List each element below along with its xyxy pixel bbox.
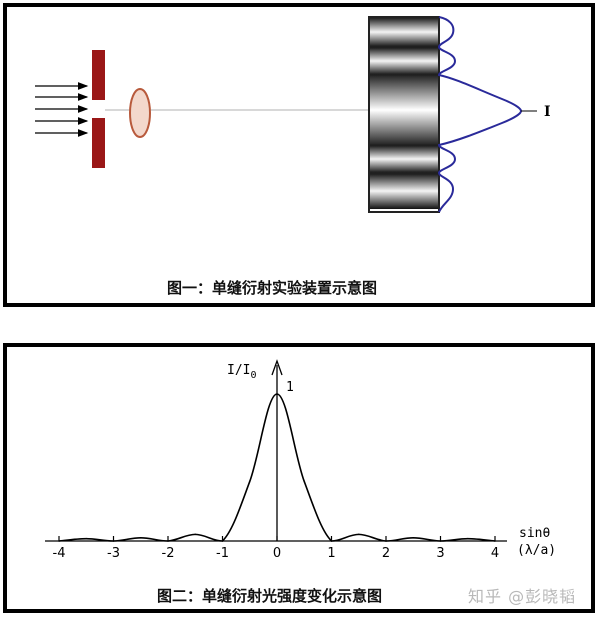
diffraction-screen (368, 16, 440, 213)
x-axis-label-bottom: (λ/a) (517, 543, 556, 558)
peak-label: 1 (286, 380, 294, 395)
intensity-point (276, 393, 278, 395)
x-tick-label: 4 (491, 546, 499, 561)
lens-icon (129, 88, 151, 138)
screen-intensity-curve (437, 16, 523, 213)
incident-light-arrows (35, 82, 89, 137)
intensity-point (85, 537, 88, 540)
intensity-point (357, 533, 360, 536)
intensity-point (385, 540, 387, 542)
figure1-caption: 图一：单缝衍射实验装置示意图 (167, 279, 378, 297)
apparatus-diagram: I (35, 16, 551, 213)
intensity-chart: -4 -3 -2 -1 0 1 2 3 4 I/I0 1 sinθ (λ/a) (45, 359, 556, 561)
x-tick-label: -2 (162, 546, 175, 561)
x-tick-label: -4 (53, 546, 66, 561)
figure2-caption: 图二：单缝衍射光强度变化示意图 (157, 587, 383, 605)
x-axis-ticks (58, 536, 496, 541)
intensity-point (221, 540, 224, 542)
intensity-point (412, 536, 415, 539)
intensity-label: I (544, 104, 551, 120)
intensity-point (330, 540, 333, 542)
x-tick-label: -3 (107, 546, 120, 561)
y-axis-label: I/I0 (227, 363, 257, 381)
x-tick-label: 0 (273, 546, 281, 561)
intensity-point (112, 540, 115, 542)
intensity-point (439, 540, 442, 542)
x-tick-label: -1 (216, 546, 229, 561)
x-tick-label: 2 (382, 546, 390, 561)
intensity-point (466, 537, 469, 540)
x-tick-label: 3 (436, 546, 444, 561)
intensity-point (139, 536, 142, 539)
x-axis-label-top: sinθ (519, 526, 550, 541)
slit-plate-lower (92, 118, 105, 168)
x-tick-label: 1 (327, 546, 335, 561)
intensity-point (167, 540, 169, 542)
watermark: 知乎 @彭晓韬 (468, 587, 577, 606)
y-axis-arrow (271, 359, 283, 376)
intensity-point (248, 480, 251, 483)
intensity-point (194, 533, 197, 536)
x-axis-tick-labels: -4 -3 -2 -1 0 1 2 3 4 (53, 546, 500, 561)
intensity-point (494, 540, 496, 542)
intensity-points (58, 393, 496, 542)
apparatus-diagram-panel: I 图一：单缝衍射实验装置示意图 (3, 3, 595, 307)
intensity-chart-panel: -4 -3 -2 -1 0 1 2 3 4 I/I0 1 sinθ (λ/a) 图二：单缝衍射光… (3, 343, 595, 613)
intensity-point (303, 480, 306, 483)
slit-plate-upper (92, 50, 105, 100)
intensity-point (58, 540, 60, 542)
